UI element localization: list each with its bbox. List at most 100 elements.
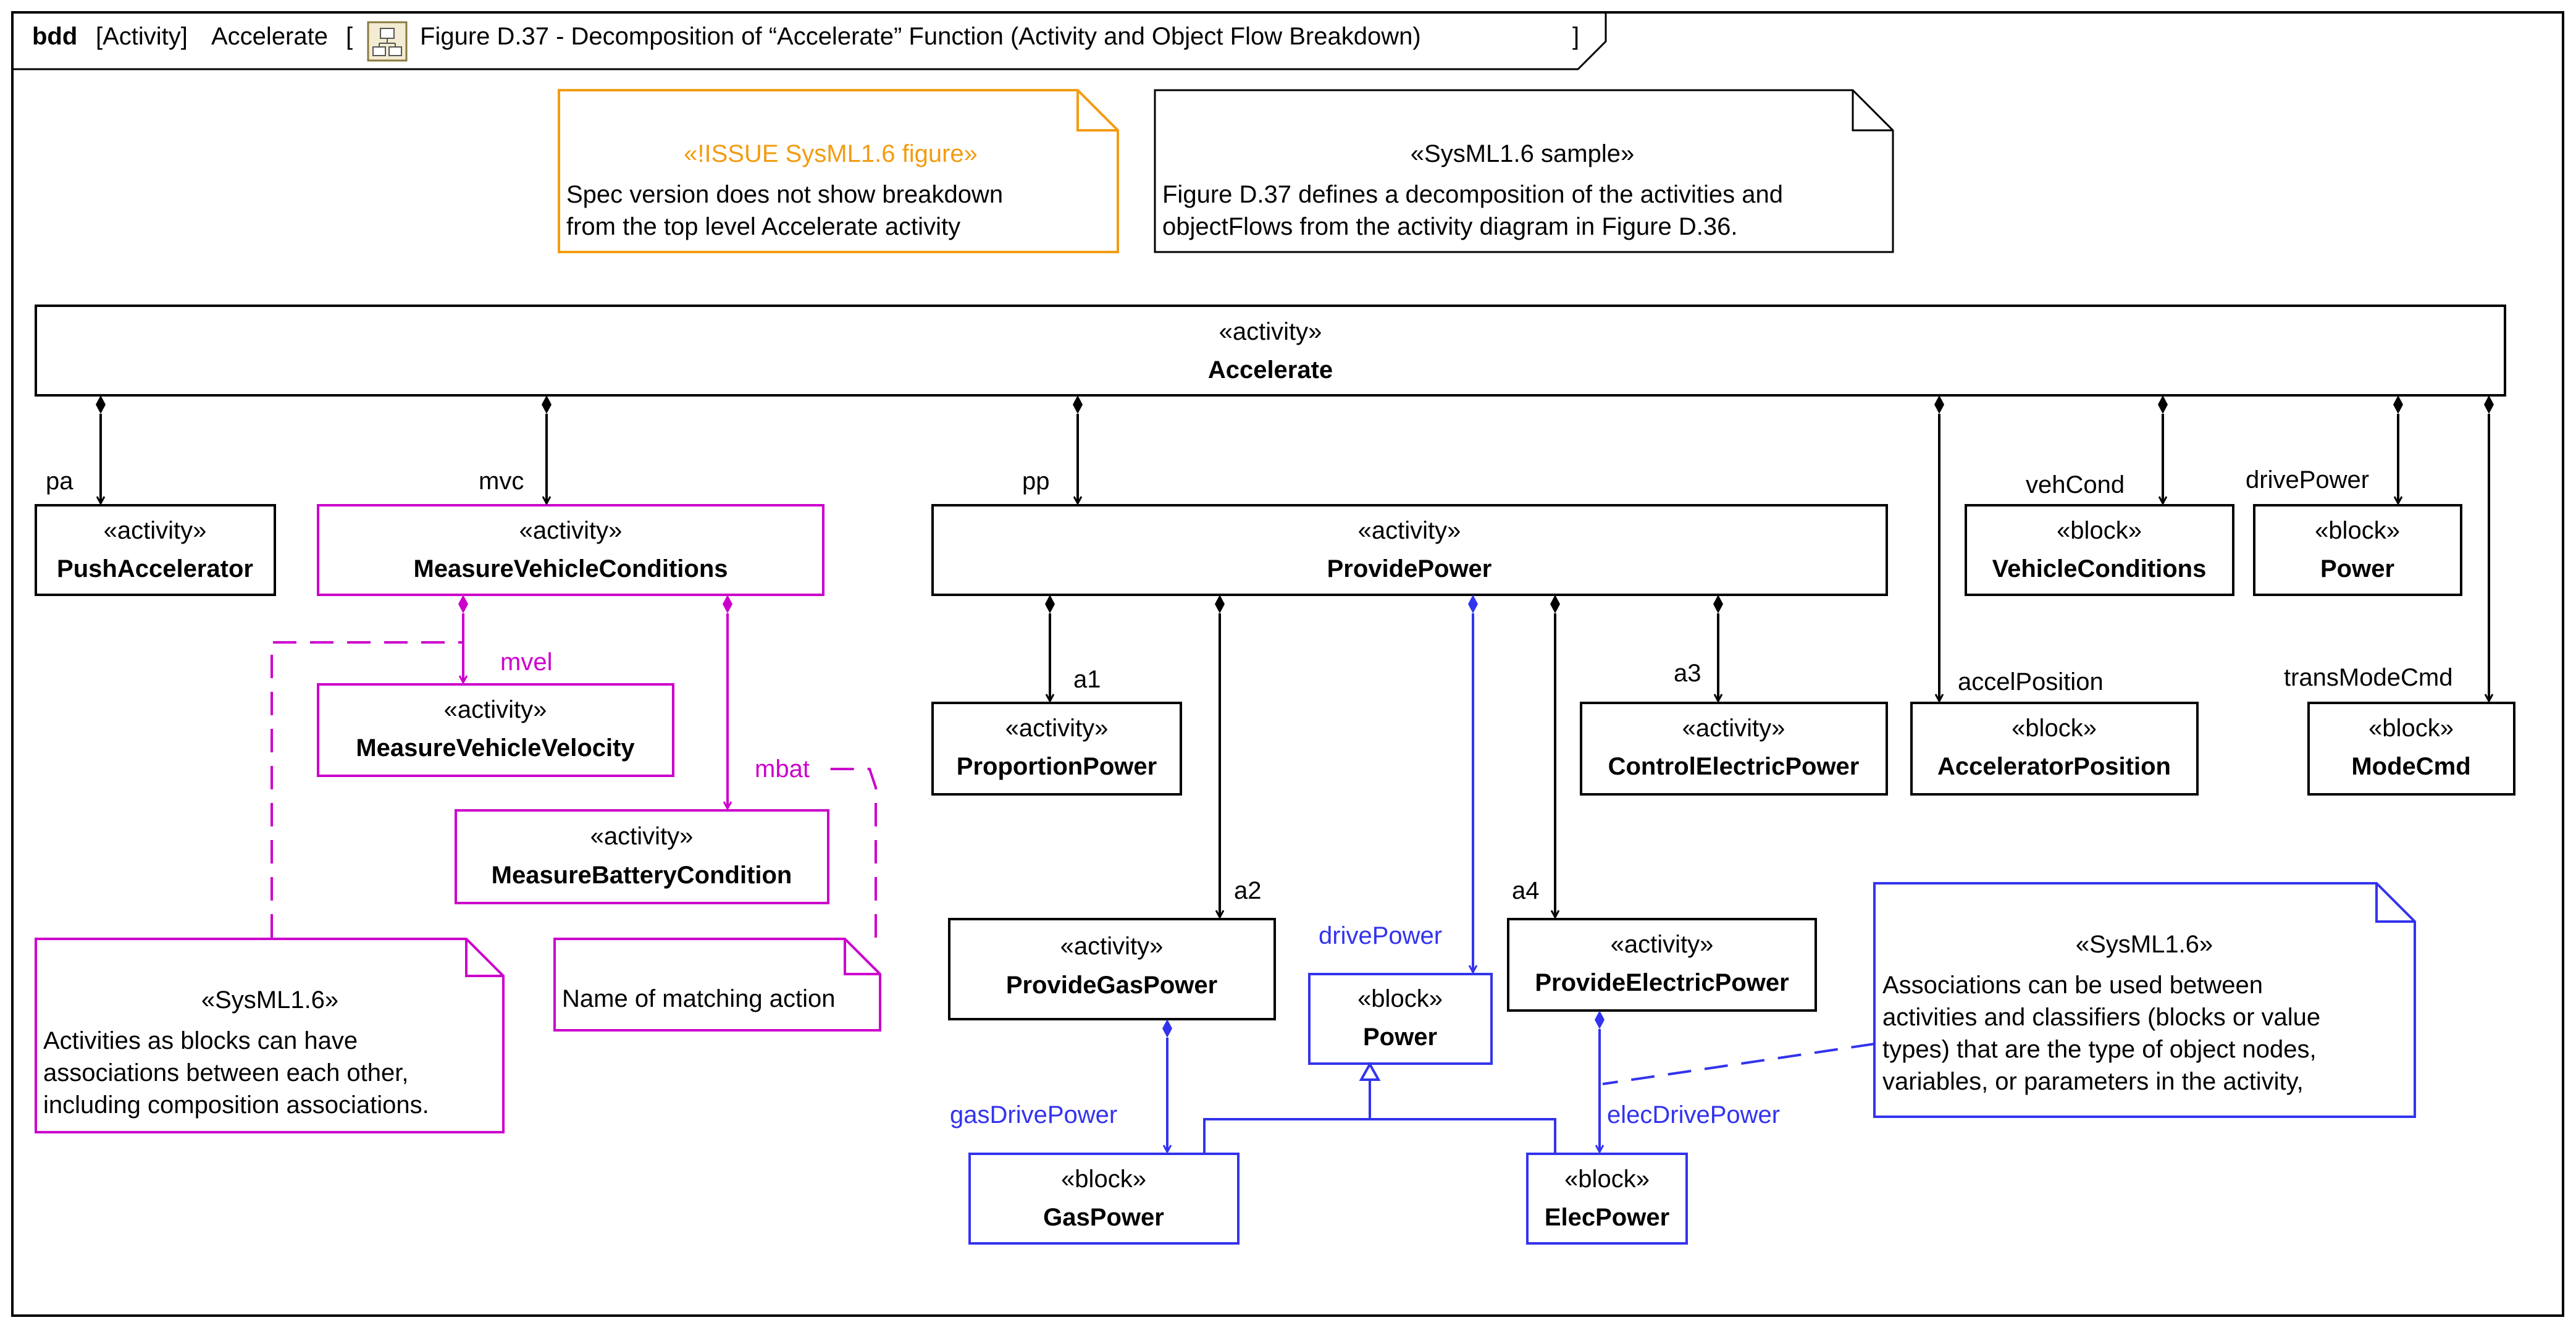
note-activities-blocks[interactable]: «SysML1.6» Activities as blocks can have… xyxy=(35,938,505,1133)
role-label-mvc: mvc xyxy=(479,468,524,495)
block-measure-battery-condition[interactable]: «activity» MeasureBatteryCondition xyxy=(455,809,829,904)
block-stereotype: «block» xyxy=(2315,517,2400,544)
role-label-trans-mode-cmd: transModeCmd xyxy=(2284,664,2452,691)
note-matching-action-line: Name of matching action xyxy=(562,985,835,1012)
block-stereotype: «activity» xyxy=(1060,933,1164,960)
note-spec-issue-stereotype: «!ISSUE SysML1.6 figure» xyxy=(684,140,978,167)
block-name: Power xyxy=(1363,1023,1437,1051)
role-label-elec-drive-power: elecDrivePower xyxy=(1607,1101,1780,1128)
block-accelerate[interactable]: «activity» Accelerate xyxy=(35,305,2506,397)
block-name: ProportionPower xyxy=(957,753,1157,780)
composition-mvc[interactable] xyxy=(542,395,552,503)
block-stereotype: «activity» xyxy=(444,696,547,723)
block-provide-power[interactable]: «activity» ProvidePower xyxy=(931,504,1888,596)
role-label-pa: pa xyxy=(46,468,73,495)
block-name: MeasureBatteryCondition xyxy=(492,862,792,889)
note-activities-blocks-stereotype: «SysML1.6» xyxy=(201,986,338,1014)
block-gas-power[interactable]: «block» GasPower xyxy=(968,1153,1240,1245)
block-stereotype: «block» xyxy=(2057,517,2142,544)
composition-elec-drive-power[interactable] xyxy=(1595,1011,1605,1152)
role-label-a3: a3 xyxy=(1674,660,1701,687)
role-label-mvel: mvel xyxy=(500,649,552,676)
note-sample-line: objectFlows from the activity diagram in… xyxy=(1162,213,1737,240)
note-matching-action[interactable]: Name of matching action xyxy=(553,938,881,1032)
block-name: GasPower xyxy=(1043,1204,1164,1231)
anchor-associations-note xyxy=(1602,1043,1875,1085)
note-associations[interactable]: «SysML1.6» Associations can be used betw… xyxy=(1873,882,2416,1118)
block-elec-power[interactable]: «block» ElecPower xyxy=(1526,1153,1688,1245)
block-name: VehicleConditions xyxy=(1992,555,2207,582)
role-label-a4: a4 xyxy=(1512,877,1540,904)
anchor-activities-note xyxy=(271,641,463,938)
block-name: ElecPower xyxy=(1545,1204,1669,1231)
block-provide-electric-power[interactable]: «activity» ProvideElectricPower xyxy=(1507,918,1817,1012)
composition-veh-cond[interactable] xyxy=(2158,395,2168,503)
note-spec-issue-line: Spec version does not show breakdown xyxy=(566,181,1003,208)
note-sample-line: Figure D.37 defines a decomposition of t… xyxy=(1162,181,1783,208)
note-spec-issue-line: from the top level Accelerate activity xyxy=(566,213,960,240)
block-name: ProvideElectricPower xyxy=(1535,969,1789,996)
block-measure-vehicle-velocity[interactable]: «activity» MeasureVehicleVelocity xyxy=(317,683,674,777)
role-label-accel-position: accelPosition xyxy=(1958,668,2104,696)
role-label-a2: a2 xyxy=(1234,877,1262,904)
block-name: AcceleratorPosition xyxy=(1937,753,2171,780)
composition-pa[interactable] xyxy=(96,395,106,503)
block-power-top[interactable]: «block» Power xyxy=(2253,504,2462,596)
block-name: ProvidePower xyxy=(1327,555,1492,582)
composition-a3[interactable] xyxy=(1713,595,1723,701)
composition-mvel[interactable] xyxy=(458,595,468,683)
diagram-title: Figure D.37 - Decomposition of “Accelera… xyxy=(420,23,1421,50)
frame-kind: bdd xyxy=(32,23,77,50)
block-name: ModeCmd xyxy=(2351,753,2470,780)
note-spec-issue[interactable]: «!ISSUE SysML1.6 figure» Spec version do… xyxy=(558,89,1119,253)
composition-pp[interactable] xyxy=(1073,395,1083,503)
note-associations-stereotype: «SysML1.6» xyxy=(2076,931,2213,958)
block-provide-gas-power[interactable]: «activity» ProvideGasPower xyxy=(948,918,1276,1020)
block-stereotype: «activity» xyxy=(104,517,207,544)
frame-bracket-open: [ xyxy=(346,23,353,50)
block-proportion-power[interactable]: «activity» ProportionPower xyxy=(931,702,1182,796)
generalization-power[interactable] xyxy=(1203,1061,1556,1153)
note-activities-blocks-line: associations between each other, xyxy=(43,1059,409,1086)
note-sample[interactable]: «SysML1.6 sample» Figure D.37 defines a … xyxy=(1154,89,1894,253)
composition-accel-position[interactable] xyxy=(1934,395,1944,701)
anchor-matching-action-note xyxy=(828,768,877,938)
block-stereotype: «activity» xyxy=(1682,715,1785,742)
block-measure-vehicle-conditions[interactable]: «activity» MeasureVehicleConditions xyxy=(317,504,824,596)
block-stereotype: «activity» xyxy=(1005,715,1109,742)
block-power-mid[interactable]: «block» Power xyxy=(1308,973,1493,1065)
frame-bracket-close: ] xyxy=(1572,23,1579,50)
block-vehicle-conditions[interactable]: «block» VehicleConditions xyxy=(1965,504,2234,596)
note-activities-blocks-line: including composition associations. xyxy=(43,1091,429,1119)
role-label-pp: pp xyxy=(1022,468,1050,495)
block-stereotype: «activity» xyxy=(1219,318,1322,345)
composition-a2[interactable] xyxy=(1215,595,1225,917)
block-stereotype: «block» xyxy=(1564,1166,1650,1193)
block-name: MeasureVehicleConditions xyxy=(413,555,728,582)
role-label-mbat: mbat xyxy=(755,755,810,783)
block-stereotype: «activity» xyxy=(519,517,623,544)
block-stereotype: «block» xyxy=(2012,715,2097,742)
frame-name: Accelerate xyxy=(211,23,328,50)
diagram-icon[interactable] xyxy=(367,21,408,62)
block-name: ControlElectricPower xyxy=(1608,753,1860,780)
block-control-electric-power[interactable]: «activity» ControlElectricPower xyxy=(1580,702,1888,796)
block-name: ProvideGasPower xyxy=(1006,972,1217,999)
composition-drive-power-mid[interactable] xyxy=(1468,595,1478,972)
composition-gas-drive-power[interactable] xyxy=(1162,1019,1172,1152)
composition-a1[interactable] xyxy=(1045,595,1055,701)
frame-context: [Activity] xyxy=(96,23,188,50)
frame-header-tab xyxy=(12,12,1607,70)
note-associations-line: activities and classifiers (blocks or va… xyxy=(1882,1004,2320,1031)
block-push-accelerator[interactable]: «activity» PushAccelerator xyxy=(35,504,276,596)
role-label-gas-drive-power: gasDrivePower xyxy=(950,1101,1117,1128)
composition-drive-power[interactable] xyxy=(2393,395,2403,503)
composition-trans-mode-cmd[interactable] xyxy=(2484,395,2494,701)
block-accelerator-position[interactable]: «block» AcceleratorPosition xyxy=(1910,702,2199,796)
block-name: PushAccelerator xyxy=(57,555,253,582)
composition-a4[interactable] xyxy=(1550,595,1560,917)
note-activities-blocks-line: Activities as blocks can have xyxy=(43,1027,358,1054)
block-mode-cmd[interactable]: «block» ModeCmd xyxy=(2307,702,2515,796)
composition-mbat[interactable] xyxy=(723,595,732,809)
